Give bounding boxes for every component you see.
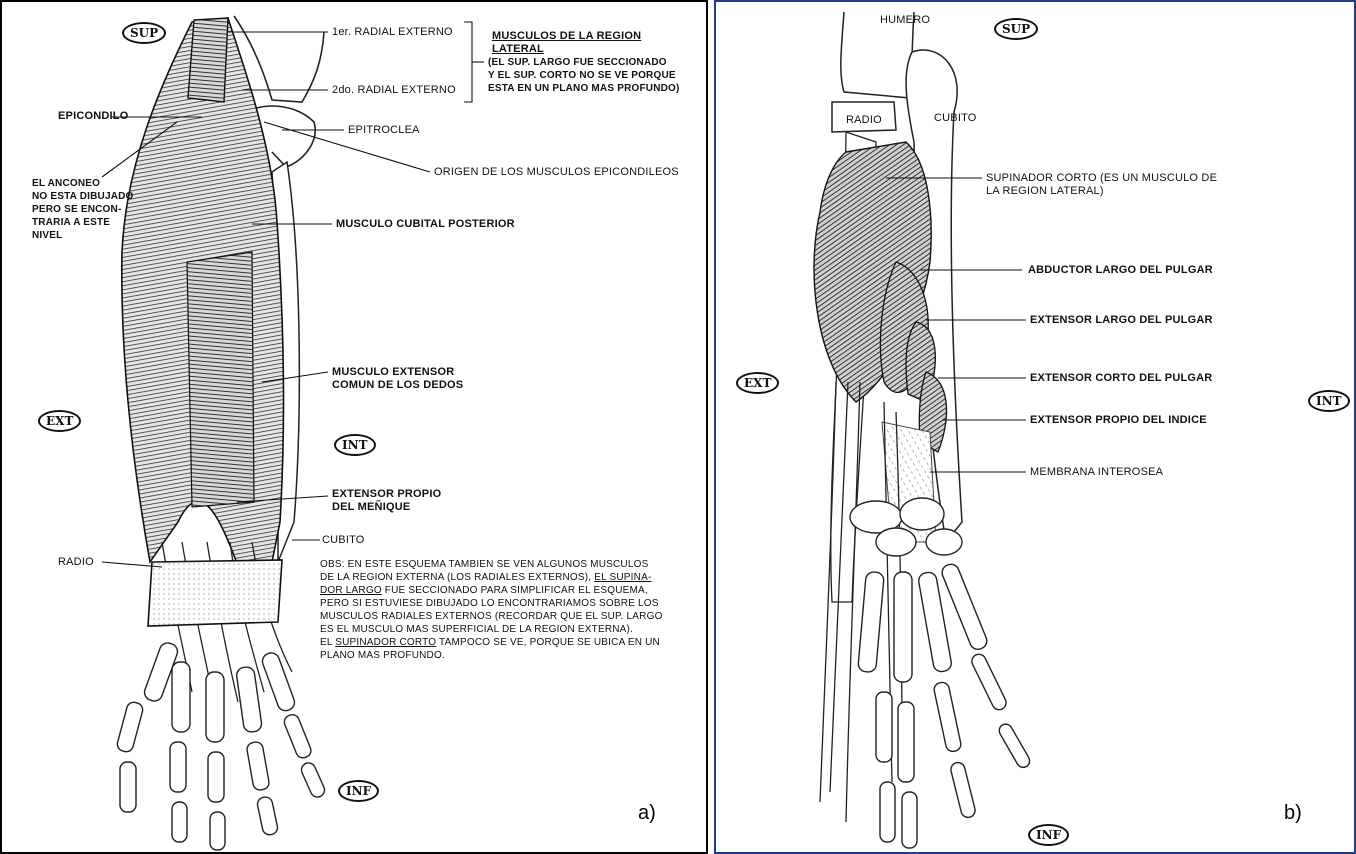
forearm-deep-illustration	[716, 2, 1356, 854]
hand-bones	[116, 641, 327, 850]
label-radial-2: 2do. RADIAL EXTERNO	[332, 84, 456, 97]
label-extensor-largo: EXTENSOR LARGO DEL PULGAR	[1030, 314, 1213, 327]
retinaculum	[148, 560, 282, 626]
extensor-comun-muscle	[187, 252, 254, 507]
label-supinador-corto: SUPINADOR CORTO (ES UN MUSCULO DE LA REG…	[986, 172, 1217, 198]
inf-marker: INF	[338, 780, 379, 802]
label-extensor-comun: MUSCULO EXTENSOR COMUN DE LOS DEDOS	[332, 366, 463, 392]
label-humero: HUMERO	[880, 14, 930, 27]
label-membrana-interosea: MEMBRANA INTEROSEA	[1030, 466, 1163, 479]
diagram-panel-a: SUP EXT INT INF 1er. RADIAL EXTERNO 2do.…	[0, 0, 708, 854]
hand-bones	[850, 498, 1032, 848]
diagram-panel-b: SUP EXT INT INF HUMERO RADIO CUBITO SUPI…	[714, 0, 1356, 854]
label-region-lateral-note: (EL SUP. LARGO FUE SECCIONADO Y EL SUP. …	[488, 56, 680, 95]
label-cubito: CUBITO	[934, 112, 977, 125]
label-abductor-largo: ABDUCTOR LARGO DEL PULGAR	[1028, 264, 1213, 277]
label-epicondilo: EPICONDILO	[58, 110, 128, 123]
inf-marker: INF	[1028, 824, 1069, 846]
label-region-lateral-title: MUSCULOS DE LA REGION LATERAL	[492, 30, 652, 56]
label-extensor-indice: EXTENSOR PROPIO DEL INDICE	[1030, 414, 1207, 427]
obs-note: OBS: EN ESTE ESQUEMA TAMBIEN SE VEN ALGU…	[320, 558, 700, 662]
label-radio: RADIO	[846, 114, 882, 127]
label-cubito: CUBITO	[322, 534, 365, 547]
ext-marker: EXT	[38, 410, 81, 432]
int-marker: INT	[334, 434, 376, 456]
radial-externo-muscle	[188, 18, 228, 102]
label-extensor-corto: EXTENSOR CORTO DEL PULGAR	[1030, 372, 1212, 385]
ext-marker: EXT	[736, 372, 779, 394]
label-radial-1: 1er. RADIAL EXTERNO	[332, 26, 453, 39]
label-ancoreo: EL ANCONEO NO ESTA DIBUJADO PERO SE ENCO…	[32, 177, 134, 242]
label-radio: RADIO	[58, 556, 94, 569]
int-marker: INT	[1308, 390, 1350, 412]
caption-b: b)	[1284, 802, 1302, 825]
obs-supinador-corto: SUPINADOR CORTO	[335, 637, 436, 648]
label-cubital-posterior: MUSCULO CUBITAL POSTERIOR	[336, 218, 515, 231]
sup-marker: SUP	[122, 22, 166, 44]
label-epitroclea: EPITROCLEA	[348, 124, 420, 137]
label-origen-musculos: ORIGEN DE LOS MUSCULOS EPICONDILEOS	[434, 166, 679, 179]
sup-marker: SUP	[994, 18, 1038, 40]
caption-a: a)	[638, 802, 656, 825]
label-extensor-menique: EXTENSOR PROPIO DEL MEÑIQUE	[332, 488, 441, 514]
